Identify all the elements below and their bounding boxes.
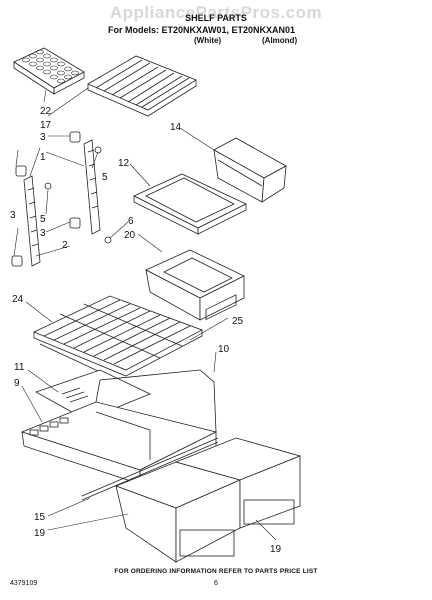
page-title: SHELF PARTS <box>185 13 247 23</box>
part-glass-shelf <box>133 173 247 235</box>
callout-17: 17 <box>40 120 52 131</box>
callout-1: 1 <box>40 152 46 163</box>
callout-11: 11 <box>14 362 25 373</box>
callout-2: 2 <box>62 240 68 251</box>
part-crisper-cover-glass <box>35 369 151 421</box>
part-egg-tray <box>13 47 85 95</box>
callout-3-lower: 3 <box>40 228 46 239</box>
ordering-note: FOR ORDERING INFORMATION REFER TO PARTS … <box>114 568 318 575</box>
part-top-wire-shelf <box>87 55 197 117</box>
callout-14: 14 <box>170 122 182 133</box>
callout-19-right: 19 <box>270 544 282 555</box>
callout-12: 12 <box>118 158 130 169</box>
callout-24: 24 <box>12 294 24 305</box>
callout-15: 15 <box>34 512 46 523</box>
callout-19-left: 19 <box>34 528 46 539</box>
page-number: 6 <box>214 580 218 587</box>
part-deli-drawer <box>145 249 245 321</box>
part-shelf-rail <box>11 131 112 267</box>
variant-white-label: (White) <box>194 36 222 45</box>
part-door-bin <box>213 137 287 203</box>
model-line: For Models: ET20NKXAW01, ET20NKXAN01 <box>108 25 296 35</box>
callout-5-lower: 5 <box>40 214 46 225</box>
callout-3-left: 3 <box>10 210 16 221</box>
part-lower-wire-shelf <box>33 295 203 385</box>
callout-5-upper: 5 <box>102 172 108 183</box>
callout-25: 25 <box>232 316 244 327</box>
part-crisper-drawer-right <box>174 437 302 529</box>
callout-6: 6 <box>128 216 134 227</box>
part-crisper-drawer-left <box>114 461 242 563</box>
watermark: AppliancePartsPros.com <box>109 3 323 22</box>
callout-20: 20 <box>124 230 136 241</box>
callout-22: 22 <box>40 106 52 117</box>
callout-9: 9 <box>14 378 20 389</box>
callout-3-upper: 3 <box>40 132 46 143</box>
leader-lines <box>13 87 277 541</box>
document-number: 4379109 <box>10 580 38 587</box>
callout-10: 10 <box>218 344 230 355</box>
variant-almond-label: (Almond) <box>262 36 298 45</box>
